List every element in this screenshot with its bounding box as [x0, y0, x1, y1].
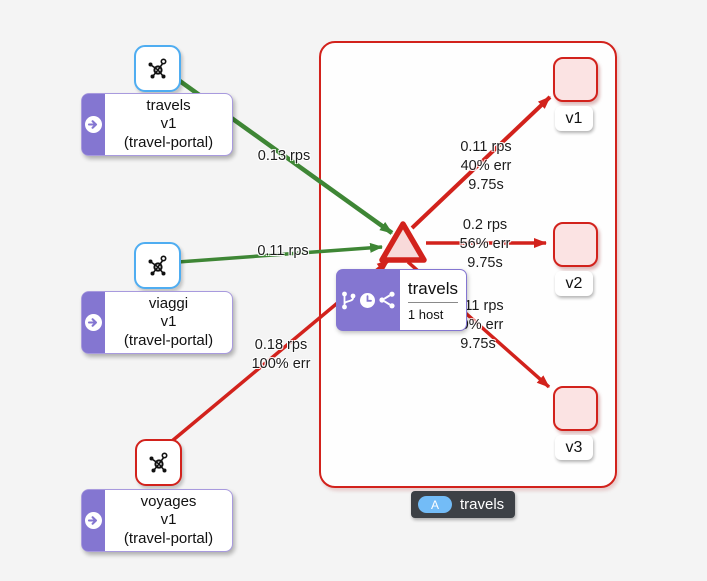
edge-label[interactable]: 0.2 rps 56% err 9.75s — [449, 216, 521, 273]
app-version: v1 — [160, 313, 177, 331]
app-node-travels[interactable]: travels v1 (travel-portal) — [81, 93, 233, 156]
group-box-badge[interactable]: A travels — [411, 491, 516, 518]
app-version: v1 — [160, 115, 177, 133]
clock-icon — [359, 292, 375, 308]
workload-label-v2: v2 — [555, 271, 593, 296]
group-box-label: travels — [460, 496, 505, 513]
service-tooltip: travels 1 host — [336, 269, 467, 331]
edge-label[interactable]: 0.18 rps 100% err — [240, 336, 322, 374]
topology-icon — [149, 451, 168, 472]
edge-label-line: 0.18 rps — [254, 337, 308, 353]
topology-icon — [148, 57, 167, 78]
edge-label-line: 9.75s — [460, 336, 496, 352]
app-node-band — [82, 94, 105, 155]
edge-label-line: 40% err — [460, 158, 512, 174]
edge-label[interactable]: 0.11 rps 40% err 9.75s — [450, 138, 522, 195]
tooltip-badges — [336, 269, 400, 331]
app-badge: A — [418, 496, 452, 513]
root-node-viaggi[interactable] — [134, 242, 181, 289]
workload-label-text: v2 — [565, 274, 583, 292]
app-node-band — [82, 490, 105, 551]
app-name: voyages — [140, 492, 197, 510]
app-namespace: (travel-portal) — [123, 331, 214, 349]
app-namespace: (travel-portal) — [123, 133, 214, 151]
edge-label-line: 56% err — [459, 236, 511, 252]
app-version: v1 — [160, 511, 177, 529]
edge-label[interactable]: 0.11 rps — [247, 242, 319, 261]
workload-label-text: v3 — [565, 438, 583, 456]
edge-label-line: 100% err — [251, 356, 311, 372]
workload-label-text: v1 — [565, 109, 583, 127]
workload-node-v1[interactable] — [553, 57, 598, 102]
root-node-voyages[interactable] — [135, 439, 182, 486]
edge-label[interactable]: 0.13 rps — [248, 147, 320, 166]
tooltip-hosts: 1 host — [407, 307, 444, 322]
app-node-viaggi[interactable]: viaggi v1 (travel-portal) — [81, 291, 233, 354]
workload-label-v1: v1 — [555, 106, 593, 131]
edge-label-line: 0.13 rps — [257, 148, 311, 164]
root-node-travels[interactable] — [134, 45, 181, 92]
code-branch-icon — [342, 291, 356, 309]
arrow-right-circle-icon — [85, 116, 102, 133]
share-alt-icon — [379, 291, 395, 309]
arrow-right-circle-icon — [85, 512, 102, 529]
edge-label-line: 0.2 rps — [462, 217, 508, 233]
workload-node-v2[interactable] — [553, 222, 598, 267]
workload-label-v3: v3 — [555, 435, 593, 460]
app-name: travels — [146, 96, 191, 114]
edge-label-line: 0.11 rps — [257, 243, 309, 259]
edge-label-line: 0.11 rps — [460, 139, 512, 155]
topology-icon — [148, 254, 167, 275]
tooltip-divider — [407, 302, 458, 303]
tooltip-title: travels — [407, 279, 458, 298]
arrow-right-circle-icon — [85, 314, 102, 331]
tooltip-body: travels 1 host — [399, 269, 467, 331]
workload-node-v3[interactable] — [553, 386, 598, 431]
app-node-voyages[interactable]: voyages v1 (travel-portal) — [81, 489, 233, 552]
edge-label-line: 9.75s — [468, 177, 504, 193]
app-namespace: (travel-portal) — [123, 529, 214, 547]
app-name: viaggi — [148, 294, 189, 312]
app-node-band — [82, 292, 105, 353]
